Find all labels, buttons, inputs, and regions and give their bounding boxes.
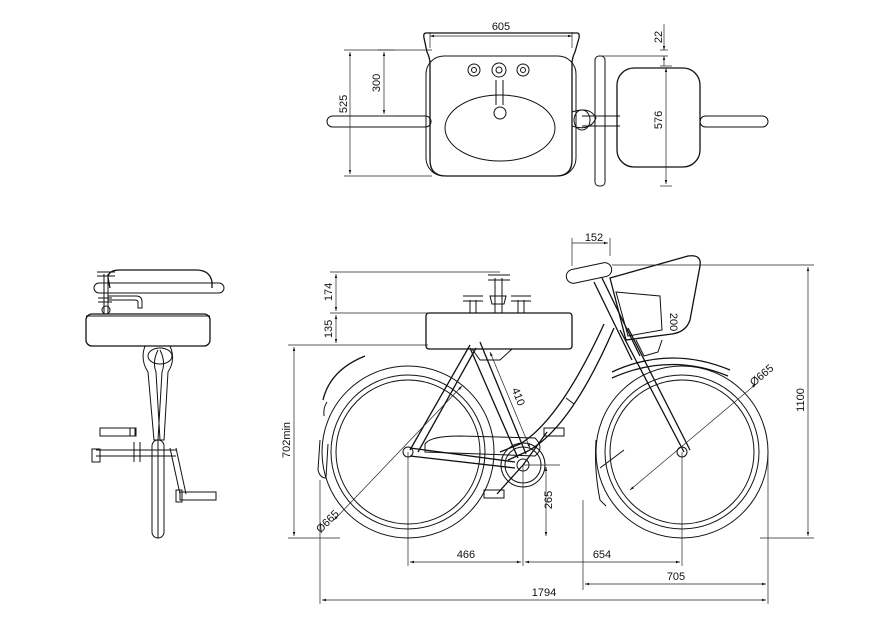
plan-basin <box>423 32 580 177</box>
dim-basket-depth: 576 <box>653 111 665 129</box>
side-view: 152 174 135 702min 1100 410 200 Ø665 Ø66… <box>281 232 814 604</box>
dim-crank-to-front: 654 <box>593 549 611 561</box>
dim-overall-height: 1100 <box>795 388 807 412</box>
rear-wheel <box>317 355 495 539</box>
dim-seat-height-min: 702min <box>281 422 293 458</box>
plan-view: 605 22 576 525 300 <box>326 21 769 187</box>
dim-basket-height: 200 <box>667 313 679 331</box>
dim-wheel-rear: Ø665 <box>314 508 342 536</box>
dim-top-offset: 22 <box>653 31 665 43</box>
dim-overall-length: 1794 <box>532 587 556 599</box>
frame <box>409 262 691 499</box>
plan-rail-left <box>326 115 432 128</box>
dim-basin-thickness: 135 <box>323 320 335 338</box>
dim-crank-height: 265 <box>543 491 555 509</box>
dim-basin-depth-inner: 300 <box>371 74 383 92</box>
plan-stem <box>571 109 620 131</box>
side-basket <box>609 255 701 357</box>
plan-handle-post <box>594 55 606 187</box>
dim-tap-height: 174 <box>323 283 335 301</box>
end-view <box>85 269 225 539</box>
dim-handlebar-offset: 152 <box>585 232 603 244</box>
dim-front-half: 705 <box>667 571 685 583</box>
dim-wheel-front: Ø665 <box>748 362 776 388</box>
dim-basin-width: 605 <box>492 21 510 33</box>
dim-basin-depth-outer: 525 <box>338 95 350 113</box>
plan-basket <box>616 67 701 168</box>
plan-rail-right <box>699 115 769 128</box>
side-basin <box>425 274 573 361</box>
dim-rear-to-crank: 466 <box>457 549 475 561</box>
